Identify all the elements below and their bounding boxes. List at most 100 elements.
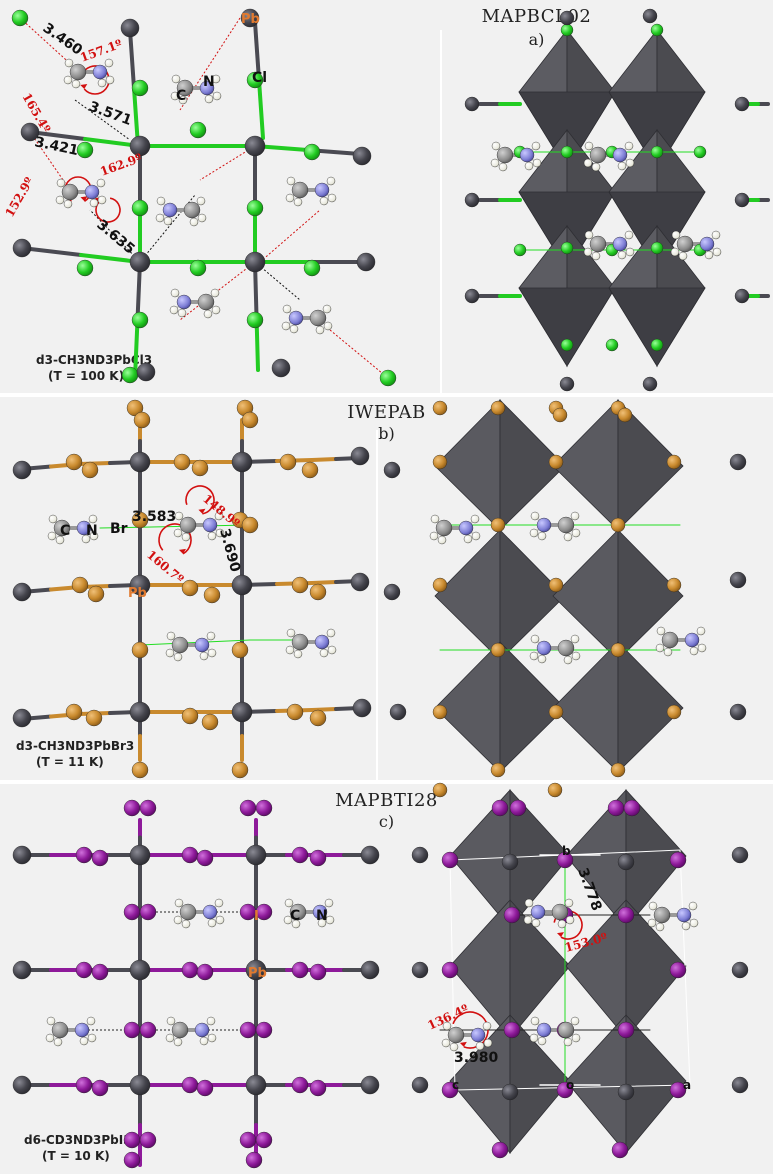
lead-atom <box>352 146 372 166</box>
carbon-atom <box>551 903 569 921</box>
nitrogen-atom <box>536 517 552 533</box>
hydrogen-atom <box>204 94 214 104</box>
panel-c-formula-compound: d6-CD3ND3PbI3 <box>24 1133 132 1147</box>
hydrogen-atom <box>696 626 706 636</box>
hydrogen-atom <box>711 230 721 240</box>
hydrogen-atom <box>197 213 207 223</box>
hydrogen-atom <box>319 648 329 658</box>
hydrogen-atom <box>529 651 539 661</box>
iodide-atom <box>139 1131 157 1149</box>
contact-line <box>19 17 76 69</box>
carbon-atom <box>309 309 327 327</box>
bromide-atom <box>548 454 564 470</box>
hydrogen-atom <box>89 531 99 541</box>
panel-c-label: c) <box>378 812 395 831</box>
contact-line <box>74 99 131 141</box>
hydrogen-atom <box>53 1037 63 1047</box>
hydrogen-atom <box>207 918 217 928</box>
hydrogen-atom <box>47 531 57 541</box>
hydrogen-atom <box>211 74 221 84</box>
carbon-atom <box>557 516 575 534</box>
lead-atom <box>136 362 156 382</box>
hydrogen-atom <box>656 626 666 636</box>
hydrogen-atom <box>174 898 184 908</box>
carbon-atom <box>183 201 201 219</box>
lead-atom <box>411 961 429 979</box>
hydrogen-atom <box>170 288 180 298</box>
hydrogen-atom <box>442 1021 452 1031</box>
hydrogen-atom <box>171 74 181 84</box>
bromide-atom <box>432 577 448 593</box>
nitrogen-atom <box>536 1022 552 1038</box>
lead-atom <box>120 18 140 38</box>
panel-a-label: a) <box>528 30 545 49</box>
hydrogen-atom <box>291 919 301 929</box>
bond <box>310 457 338 462</box>
carbon-atom <box>589 146 607 164</box>
hydrogen-atom <box>104 58 114 68</box>
lead-atom <box>411 846 429 864</box>
hydrogen-atom <box>293 197 303 207</box>
bromide-atom <box>548 577 564 593</box>
hydrogen-atom <box>529 1033 539 1043</box>
panel-c-formula-temp: (T = 10 K) <box>42 1149 110 1163</box>
contact-line <box>259 209 321 263</box>
lead-atom <box>12 1075 32 1095</box>
hydrogen-atom <box>689 918 699 928</box>
hydrogen-atom <box>163 216 173 226</box>
octahedron-face <box>518 287 616 367</box>
hydrogen-atom <box>89 198 99 208</box>
carbon-atom <box>51 1021 69 1039</box>
hydrogen-atom <box>537 531 547 541</box>
carbon-atom <box>653 906 671 924</box>
hydrogen-atom <box>214 898 224 908</box>
bromide-atom <box>191 459 209 477</box>
hydrogen-atom <box>430 514 440 524</box>
nitrogen-atom <box>176 294 192 310</box>
hydrogen-atom <box>583 247 593 257</box>
iodide-atom <box>245 1151 263 1169</box>
iodide-atom <box>291 961 309 979</box>
separator-ab <box>0 393 773 397</box>
nitrogen-atom <box>519 147 535 163</box>
hydrogen-atom <box>655 922 665 932</box>
bromide-atom <box>241 411 259 429</box>
iodide-atom <box>139 1021 157 1039</box>
hydrogen-atom <box>177 308 187 318</box>
lead-atom <box>350 446 370 466</box>
carbon-atom <box>179 516 197 534</box>
hydrogen-atom <box>531 918 541 928</box>
hydrogen-atom <box>327 645 337 655</box>
nitrogen-atom <box>536 640 552 656</box>
hydrogen-atom <box>564 898 574 908</box>
octahedron-face <box>499 529 566 661</box>
angle-arrowhead <box>80 196 88 202</box>
lead-atom <box>731 1076 749 1094</box>
iodide-atom <box>123 1131 141 1149</box>
lead-atom <box>12 708 32 728</box>
hydrogen-atom <box>206 631 216 641</box>
hydrogen-atom <box>207 648 217 658</box>
hydrogen-atom <box>317 918 327 928</box>
bromide-atom <box>241 516 259 534</box>
bromide-atom <box>81 461 99 479</box>
hydrogen-atom <box>174 511 184 521</box>
octahedron-face <box>499 641 566 773</box>
hydrogen-atom <box>537 1036 547 1046</box>
carbon-atom <box>496 146 514 164</box>
lead-atom <box>617 853 635 871</box>
lead-atom <box>642 376 658 392</box>
bromide-atom <box>666 704 682 720</box>
hydrogen-atom <box>471 531 481 541</box>
lead-atom <box>129 251 151 273</box>
hydrogen-atom <box>689 646 699 656</box>
hydrogen-atom <box>655 643 665 653</box>
lead-atom <box>383 583 401 601</box>
lead-atom <box>12 460 32 480</box>
distance-label: 3.980 <box>454 1050 499 1066</box>
hydrogen-atom <box>557 919 567 929</box>
lead-atom <box>129 1074 151 1096</box>
nitrogen-atom <box>194 1022 210 1038</box>
nitrogen-atom <box>74 1022 90 1038</box>
chloride-atom <box>650 338 664 352</box>
